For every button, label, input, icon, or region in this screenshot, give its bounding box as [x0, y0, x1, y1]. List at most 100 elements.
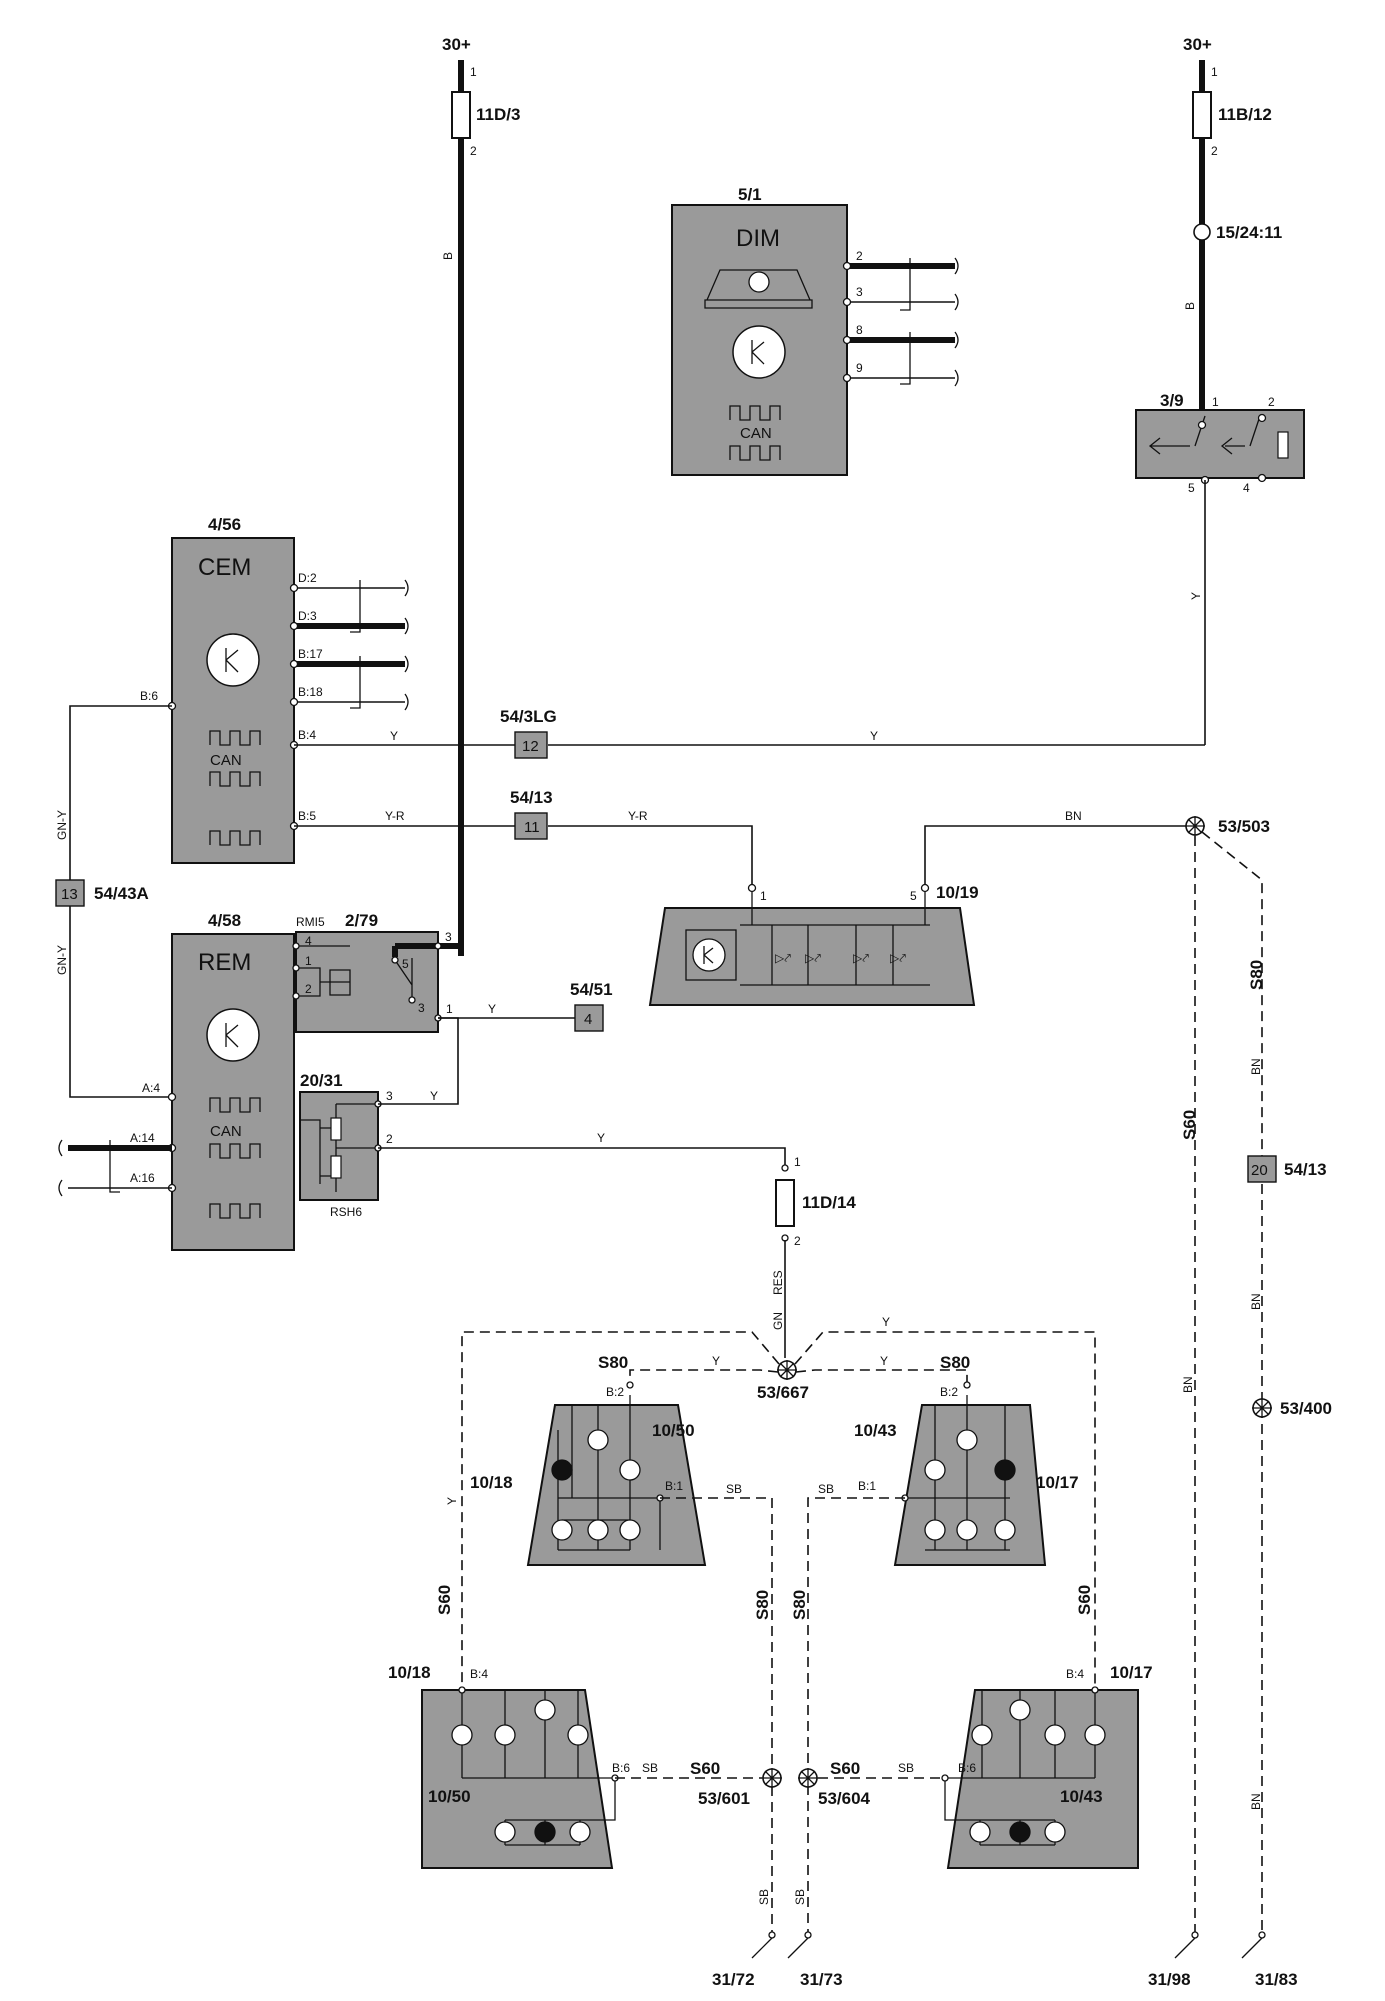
rem-pin: A:14: [130, 1131, 155, 1145]
transistor-icon: [692, 938, 726, 972]
splice-label-53-601: 53/601: [698, 1789, 750, 1808]
splice-star-icon: [1252, 1398, 1272, 1418]
pin-num: 8: [856, 323, 863, 337]
rear-lamp-10-43-s80: [893, 1404, 1047, 1566]
wire-color-bn: BN: [1249, 1793, 1263, 1810]
cem-id: 4/56: [208, 515, 241, 534]
shunt-circuit: [300, 1103, 378, 1192]
connector-13: [55, 879, 85, 907]
splice-star-icon: [777, 1360, 797, 1380]
bulb-icon: [994, 1459, 1016, 1481]
variant-s60: S60: [690, 1759, 720, 1778]
wire-color-yr: Y-R: [628, 809, 648, 823]
pin-num: 2: [856, 249, 863, 263]
splice-label-53-604: 53/604: [818, 1789, 871, 1808]
resistor-icon: [330, 1155, 342, 1179]
pin-label: B:2: [940, 1385, 958, 1399]
fuse-11b12: [1192, 91, 1212, 139]
wire-color-y: Y: [390, 729, 398, 743]
bulb-icon: [994, 1519, 1016, 1541]
connector-ref: 54/13: [1284, 1160, 1327, 1179]
variant-s80: S80: [753, 1590, 772, 1620]
dim-id: 5/1: [738, 185, 762, 204]
variant-s60: S60: [1075, 1585, 1094, 1615]
dim-name: DIM: [736, 225, 780, 252]
cem-pin: B:17: [298, 647, 323, 661]
wire-sb-s80-left: [660, 1497, 773, 1935]
wire-bn-s80-upper: [1201, 831, 1263, 1156]
bulb-icon: [1044, 1821, 1066, 1843]
wire-color-yr: Y-R: [385, 809, 405, 823]
dim-can: CAN: [740, 425, 772, 442]
wire-y-s80-left: [629, 1369, 779, 1385]
wire-color-sb: SB: [757, 1889, 771, 1905]
pin-num: 3: [856, 285, 863, 299]
bulb-icon: [1009, 1821, 1031, 1843]
ground-label: 31/98: [1148, 1970, 1191, 1989]
wire-color-y: Y: [597, 1131, 605, 1145]
switch-contacts-icon: [1148, 415, 1261, 455]
wire-color-sb: SB: [898, 1761, 914, 1775]
wire-bn-hmsl: [924, 825, 1195, 888]
pin-num: 4: [1243, 481, 1250, 495]
wire-color-y: Y: [882, 1315, 890, 1329]
cem-pin: D:2: [298, 571, 317, 585]
can-wave-icon: [209, 1097, 261, 1219]
bulb-icon: [924, 1519, 946, 1541]
wire-color-y: Y: [870, 729, 878, 743]
pin-label: B:6: [958, 1761, 976, 1775]
pin-num: 9: [856, 361, 863, 375]
cem-name: CEM: [198, 554, 251, 581]
variant-s60: S60: [1180, 1110, 1199, 1140]
wire-color-sb: SB: [818, 1482, 834, 1496]
resistor-icon: [1277, 431, 1289, 459]
pin-num: 1: [446, 1002, 453, 1016]
fuse-label-11b12: 11B/12: [1218, 105, 1272, 124]
wire-color-y: Y: [712, 1354, 720, 1368]
transistor-symbol: [751, 340, 765, 365]
pin-num: 1: [1211, 65, 1218, 79]
bulb-icon: [969, 1821, 991, 1843]
wire-color-res: RES: [771, 1270, 785, 1295]
transistor-symbol: [225, 1023, 239, 1048]
bulb-icon: [1084, 1724, 1106, 1746]
led-icon: ▷⤤: [890, 951, 906, 965]
bulb-icon: [1009, 1699, 1031, 1721]
splice-label-15-24: 15/24:11: [1216, 223, 1282, 242]
ground-label: 31/83: [1255, 1970, 1298, 1989]
bulb-icon: [534, 1699, 556, 1721]
connector-num: 13: [61, 886, 78, 903]
lamp-id: 10/17: [1110, 1663, 1153, 1682]
instrument-dial-icon: [748, 271, 770, 293]
lamp-id: 10/43: [854, 1421, 897, 1440]
shunt-id: 20/31: [300, 1071, 343, 1090]
wire-color-y: Y: [445, 1497, 459, 1505]
cem-module: [171, 537, 295, 864]
wire-color-sb: SB: [642, 1761, 658, 1775]
pin-num: 1: [1212, 395, 1219, 409]
wire-y-s60-left: [461, 1331, 780, 1690]
wire-color-gn: GN: [771, 1312, 785, 1330]
connector-num: 11: [524, 819, 540, 836]
bulb-icon: [494, 1724, 516, 1746]
wire-color-sb: SB: [726, 1482, 742, 1496]
connector-num: 20: [1251, 1162, 1268, 1179]
cem-pin: B:6: [140, 689, 158, 703]
wire-color-y: Y: [488, 1002, 496, 1016]
instrument-icon: [704, 269, 813, 309]
bulb-icon: [569, 1821, 591, 1843]
connector-ref: 54/43A: [94, 884, 149, 903]
dim-pins: [842, 257, 959, 387]
bulb-icon: [534, 1821, 556, 1843]
wire-sb-s80-right: [807, 1497, 905, 1935]
lamp-id: 10/18: [388, 1663, 431, 1682]
led-icon: ▷⤤: [805, 951, 821, 965]
splice-star-icon: [762, 1768, 782, 1788]
bulb-icon: [956, 1519, 978, 1541]
lamp-id: 10/18: [470, 1473, 513, 1492]
wire-color-bn: BN: [1249, 1058, 1263, 1075]
bulb-icon: [619, 1459, 641, 1481]
bulb-icon: [587, 1519, 609, 1541]
pin-label: B:1: [858, 1479, 876, 1493]
bulb-icon: [924, 1459, 946, 1481]
